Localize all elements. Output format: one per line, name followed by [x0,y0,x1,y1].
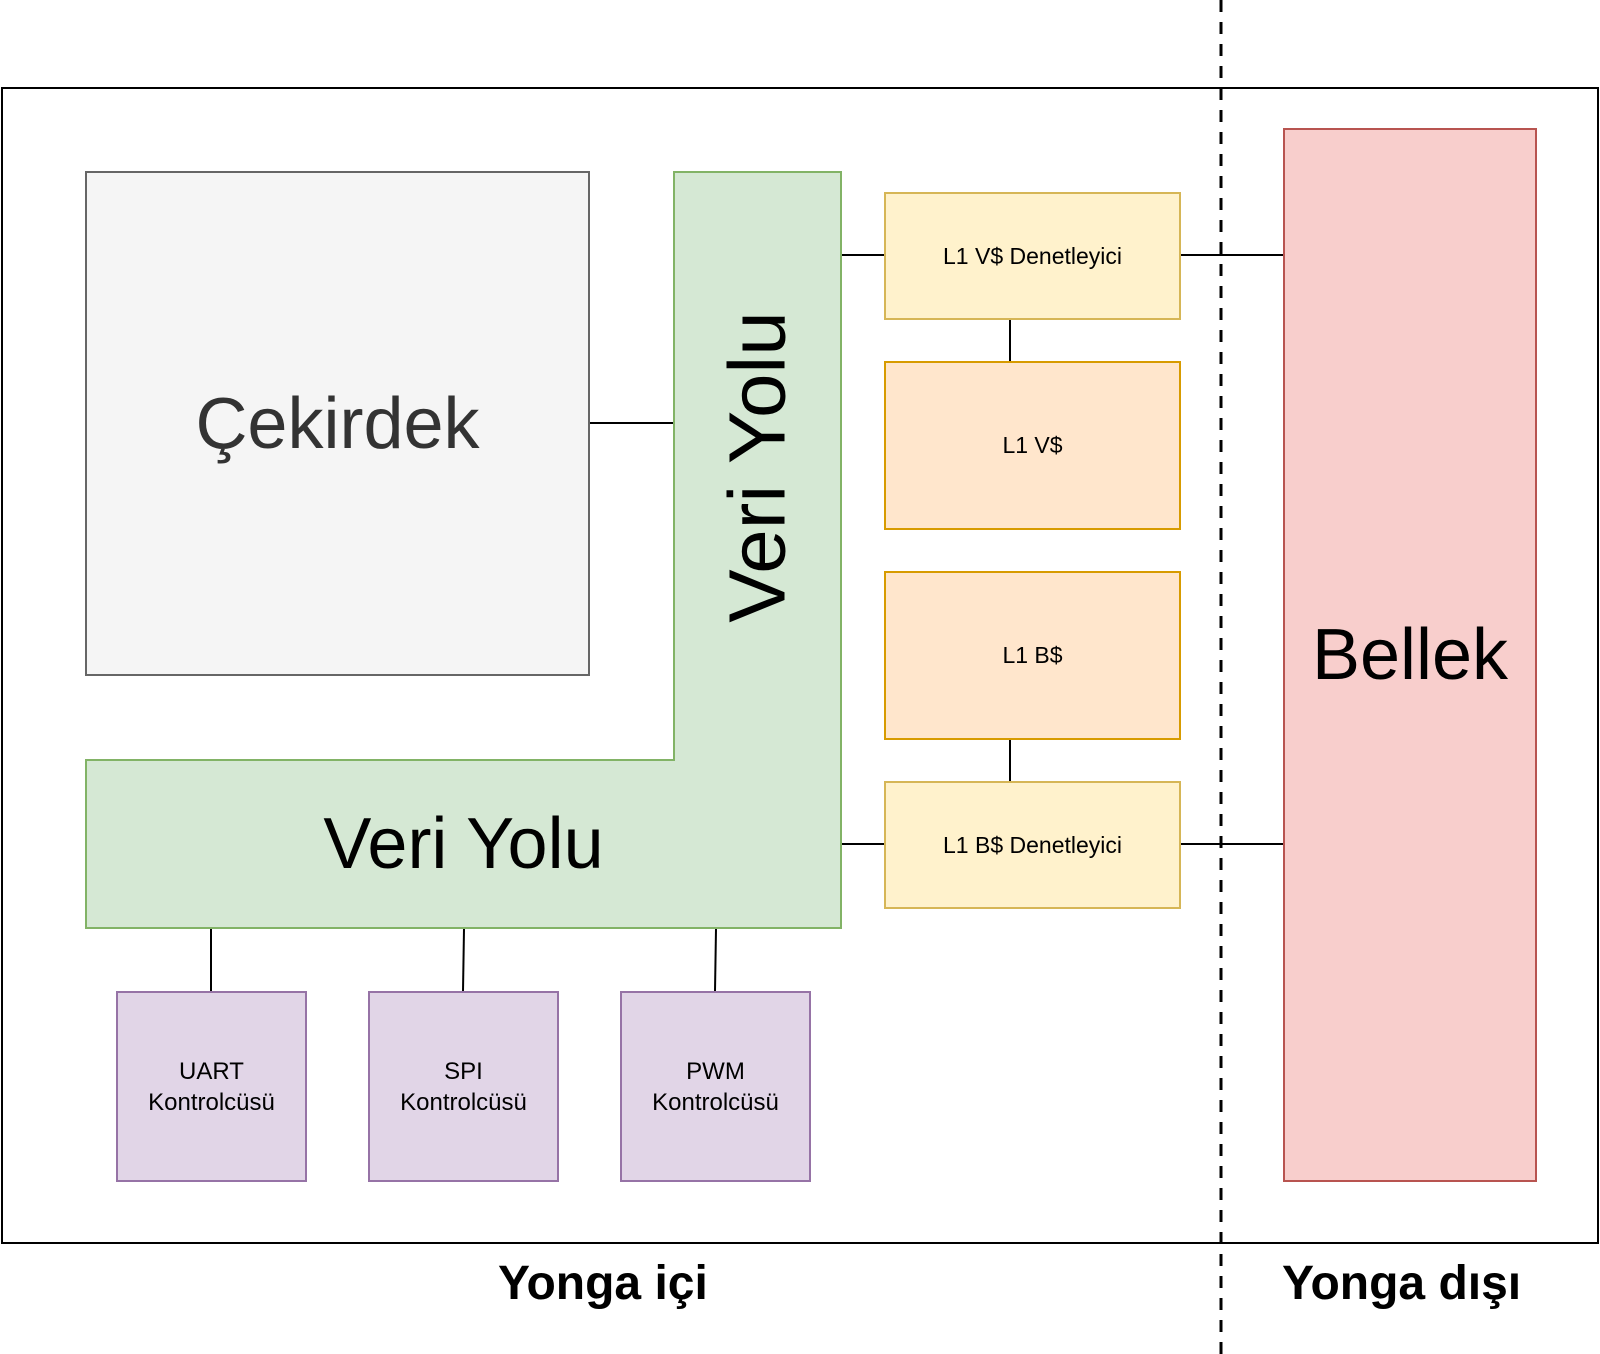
spi-controller-block: SPI Kontrolcüsü [368,991,559,1182]
l1-instr-cache-block: L1 B$ [884,571,1181,740]
spi-controller-label-line1: SPI [444,1057,483,1085]
uart-controller-block: UART Kontrolcüsü [116,991,307,1182]
core-label: Çekirdek [195,383,480,464]
chip-boundary [1,87,1599,1244]
bus-to-spi-connector [462,928,465,992]
data-bus-horizontal: Veri Yolu [85,759,842,929]
pwm-controller-label-line1: PWM [686,1057,745,1085]
on-chip-zone-label: Yonga içi [498,1257,708,1310]
l1-data-cache-block: L1 V$ [884,361,1181,530]
data-bus-joint [675,755,840,763]
spi-controller-label: SPI Kontrolcüsü [400,1056,527,1118]
uart-controller-label-line1: UART [179,1057,244,1085]
pwm-controller-block: PWM Kontrolcüsü [620,991,811,1182]
l1-data-cache-label: L1 V$ [1002,432,1063,458]
data-bus-vertical-label: Veri Yolu [712,311,802,623]
uart-controller-label-line2: Kontrolcüsü [148,1088,275,1116]
core-block: Çekirdek [85,171,590,676]
bus-to-pwm-connector [714,928,717,992]
l1-instr-cache-label: L1 B$ [1002,642,1063,668]
l1-data-controller-block: L1 V$ Denetleyici [884,192,1181,320]
uart-controller-label: UART Kontrolcüsü [148,1056,275,1118]
l1-instr-controller-block: L1 B$ Denetleyici [884,781,1181,909]
data-bus-vertical: Veri Yolu [673,171,842,761]
l1-instr-controller-label: L1 B$ Denetleyici [943,831,1122,858]
l1-data-controller-label: L1 V$ Denetleyici [943,242,1122,269]
memory-block: Bellek [1283,128,1537,1182]
data-bus-horizontal-label: Veri Yolu [323,804,604,884]
pwm-controller-label: PWM Kontrolcüsü [652,1056,779,1118]
pwm-controller-label-line2: Kontrolcüsü [652,1088,779,1116]
memory-label: Bellek [1311,615,1509,695]
spi-controller-label-line2: Kontrolcüsü [400,1088,527,1116]
off-chip-zone-label: Yonga dışı [1282,1257,1522,1310]
